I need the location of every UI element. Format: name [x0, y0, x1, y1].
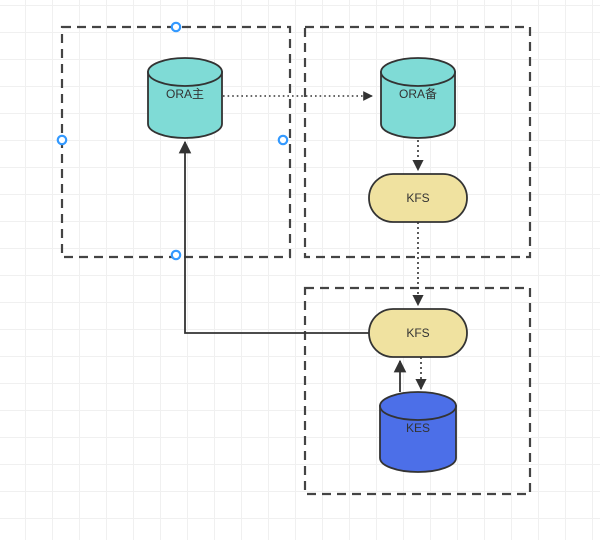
edge-kfs-lower-to-ora-primary-path[interactable]	[178, 140, 369, 334]
node-ora-standby-body[interactable]	[380, 71, 456, 139]
node-ora-primary-top[interactable]	[147, 57, 223, 87]
handle-top-center[interactable]	[170, 21, 182, 33]
handle-middle-left[interactable]	[56, 134, 68, 146]
node-kes-body[interactable]	[379, 405, 457, 473]
node-kfs-upper[interactable]: KFS	[368, 173, 468, 223]
selection-handles[interactable]	[56, 21, 289, 261]
node-kes-top[interactable]	[379, 391, 457, 421]
node-kes[interactable]: KES	[379, 391, 457, 473]
node-ora-standby-top[interactable]	[380, 57, 456, 87]
handle-middle-right[interactable]	[277, 134, 289, 146]
edge-kfs-lower-to-ora-primary[interactable]	[178, 140, 369, 334]
node-kfs-upper-body[interactable]	[368, 173, 468, 223]
node-kfs-lower[interactable]: KFS	[368, 308, 468, 358]
node-ora-primary[interactable]: ORA主	[147, 57, 223, 139]
handle-bottom-center[interactable]	[170, 249, 182, 261]
node-ora-standby[interactable]: ORA备	[380, 57, 456, 139]
node-ora-primary-body[interactable]	[147, 71, 223, 139]
group-right-standby-border[interactable]	[303, 25, 532, 259]
node-kfs-lower-body[interactable]	[368, 308, 468, 358]
group-right-standby[interactable]	[303, 25, 532, 259]
